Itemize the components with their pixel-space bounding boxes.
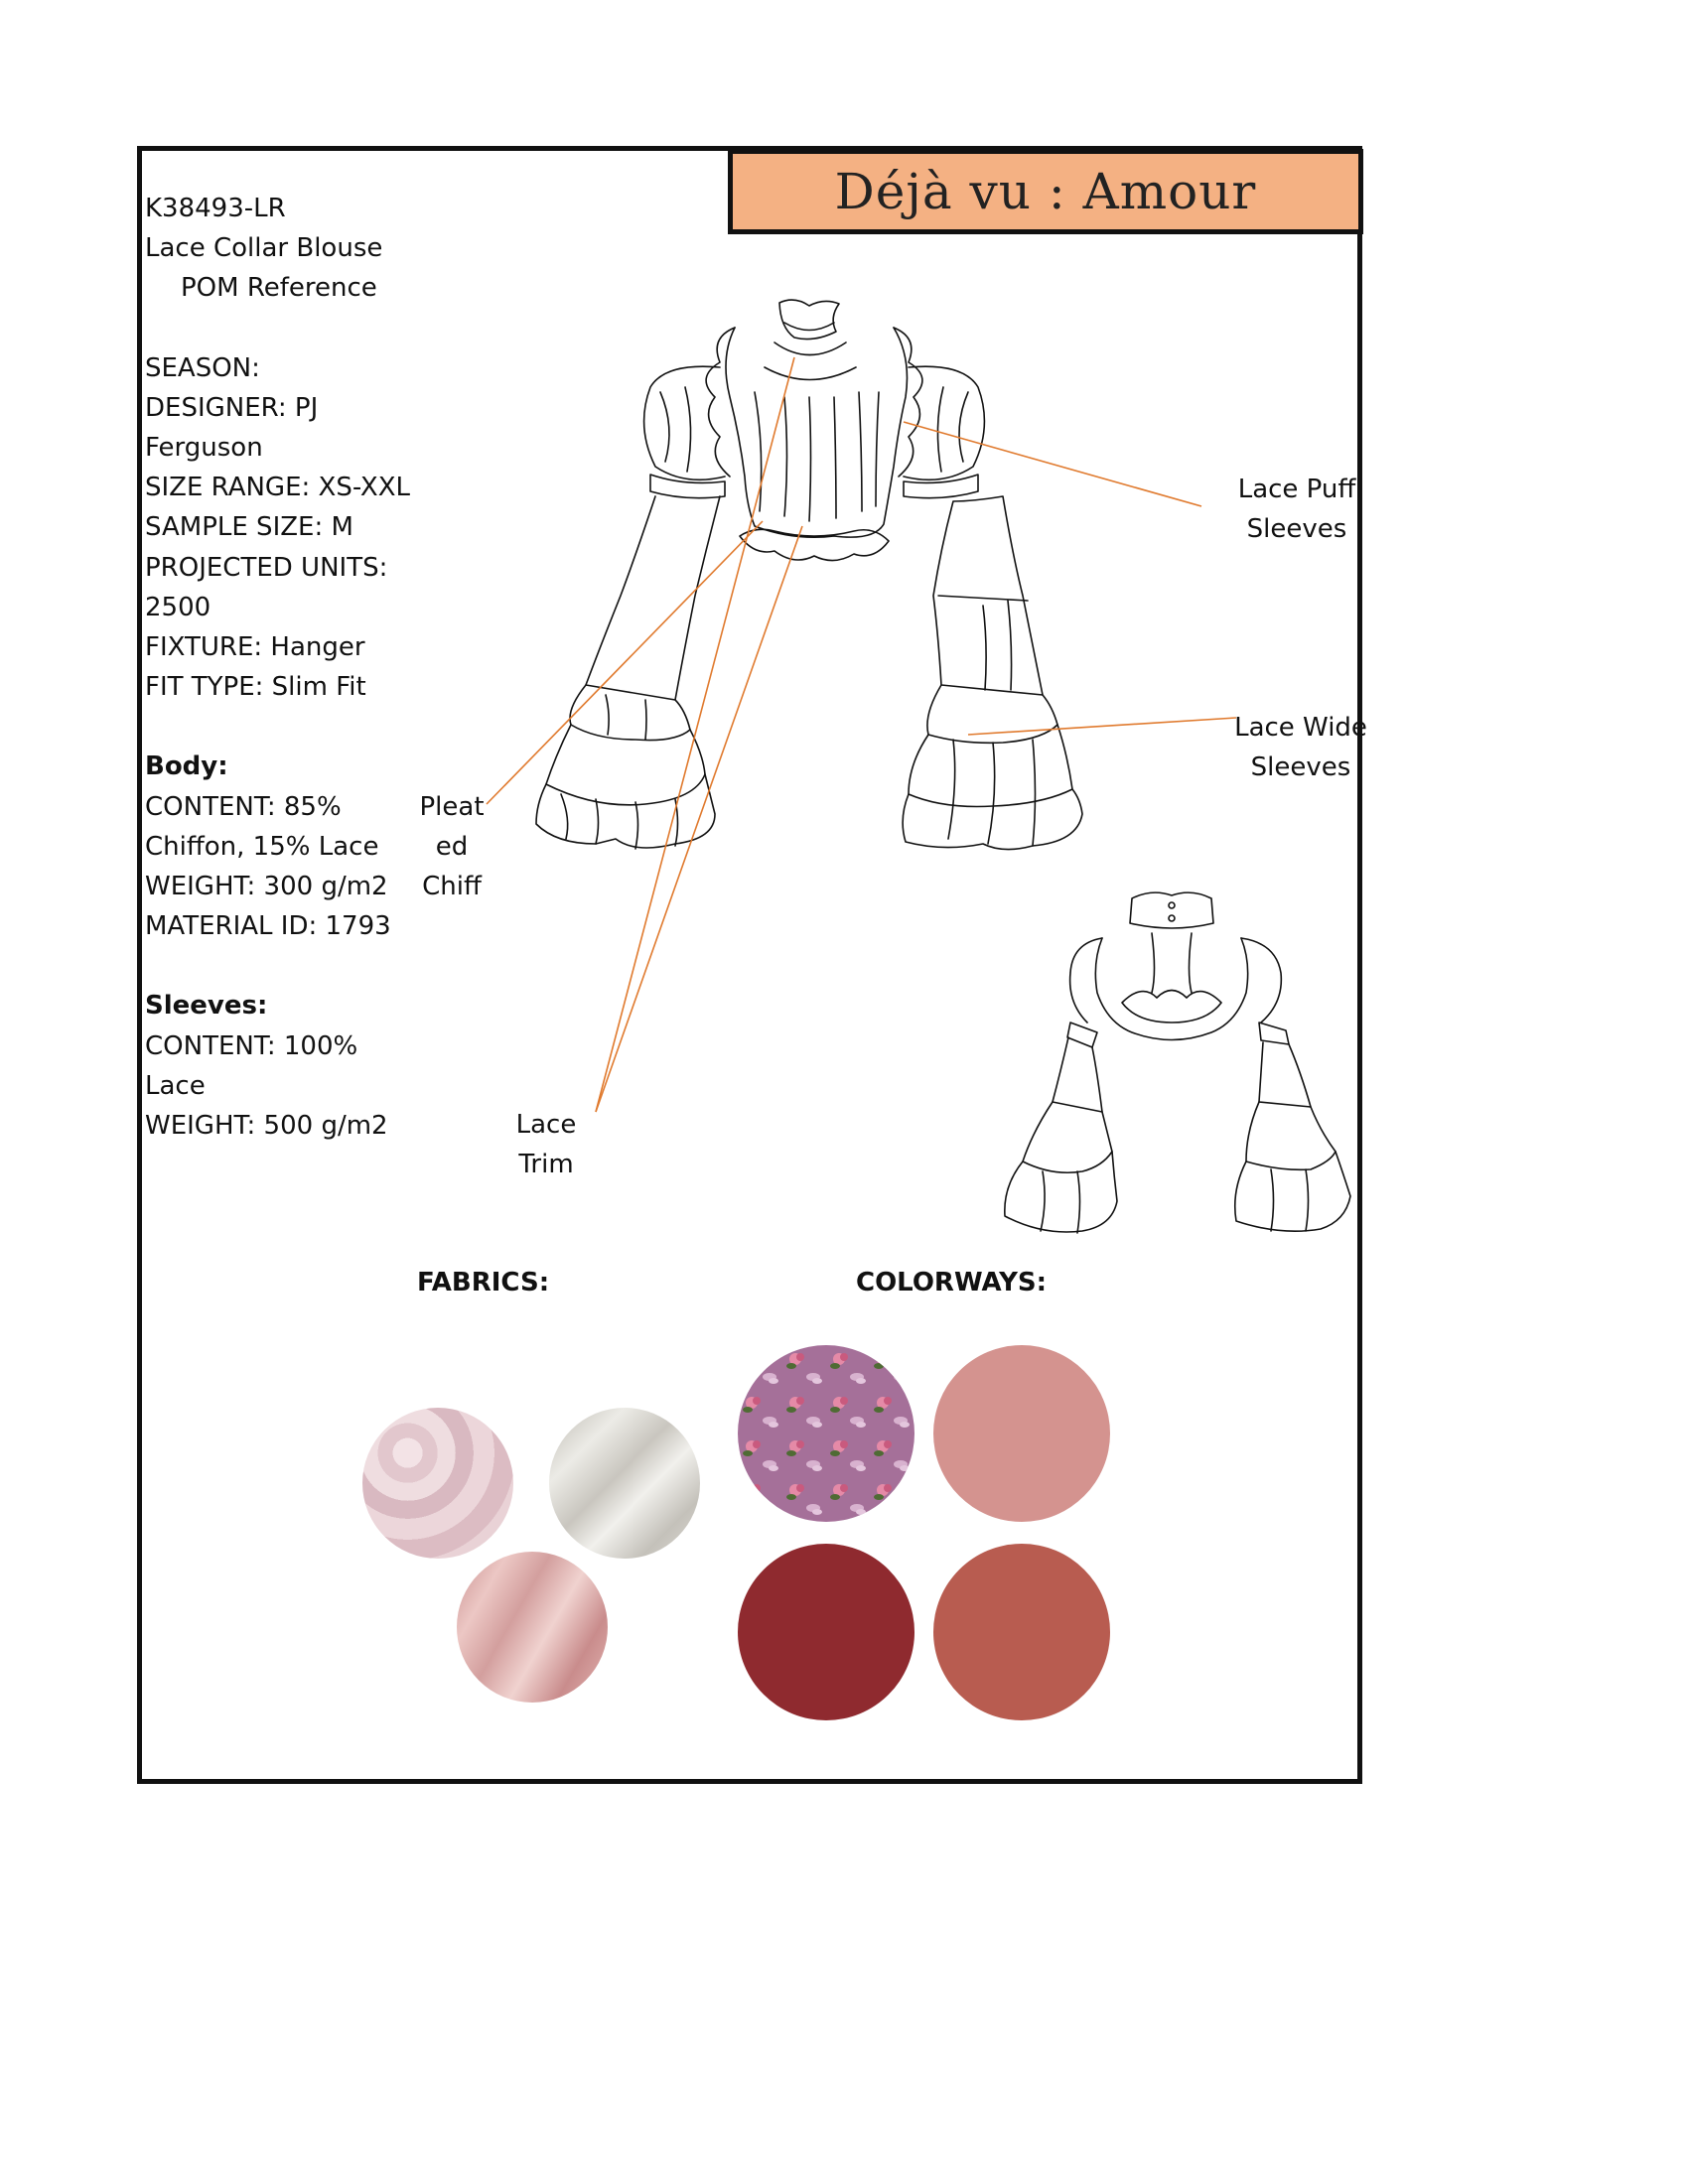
colorways-heading: COLORWAYS: [856, 1268, 1048, 1297]
spec-sheet-frame [137, 146, 1362, 1784]
spec-line: WEIGHT: 300 g/m2 [145, 872, 388, 902]
spec-line: DESIGNER: PJ [145, 392, 319, 423]
spec-line: SIZE RANGE: XS-XXL [145, 473, 411, 503]
spec-line: Ferguson [145, 433, 263, 464]
callout-lace-puff-sleeves: Lace Puff Sleeves [1237, 475, 1356, 544]
spec-line: Chiffon, 15% Lace [145, 831, 379, 862]
colorway-swatch-terracotta [933, 1544, 1110, 1720]
colorway-swatch-dusty-pink [933, 1345, 1110, 1522]
colorway-swatch-floral-print [738, 1345, 914, 1522]
fabrics-heading: FABRICS: [417, 1268, 550, 1297]
spec-line: Lace Collar Blouse [145, 233, 383, 264]
callout-lace-wide-sleeves: Lace Wide Sleeves [1234, 713, 1367, 782]
spec-line: FIXTURE: Hanger [145, 632, 365, 663]
spec-line: WEIGHT: 500 g/m2 [145, 1111, 388, 1142]
spec-line: CONTENT: 85% [145, 791, 342, 822]
back-view-sketch [1004, 891, 1351, 1234]
callout-lace-trim: Lace Trim [515, 1110, 577, 1179]
floral-print-pattern [738, 1345, 914, 1522]
spec-line: Sleeves: [145, 991, 268, 1022]
page-title: Déjà vu : Amour [834, 163, 1257, 220]
callout-pleated-chiffon: Pleat ed Chiff [419, 792, 485, 901]
spec-line: K38493-LR [145, 194, 286, 223]
spec-line: POM Reference [181, 273, 377, 304]
spec-line: SAMPLE SIZE: M [145, 512, 353, 543]
colorway-swatch-wine [738, 1544, 914, 1720]
spec-line: 2500 [145, 592, 211, 622]
spec-line: SEASON: [145, 352, 260, 383]
spec-line: PROJECTED UNITS: [145, 552, 388, 583]
spec-line: Body: [145, 751, 228, 782]
fabric-swatch-lace [362, 1408, 513, 1559]
fabric-swatch-chiffon [457, 1552, 608, 1703]
title-banner: Déjà vu : Amour [728, 149, 1363, 234]
spec-line: MATERIAL ID: 1793 [145, 911, 391, 942]
fabric-swatch-silk [549, 1408, 700, 1559]
front-view-sketch [535, 299, 1083, 851]
spec-line: CONTENT: 100% [145, 1030, 358, 1061]
spec-line: Lace [145, 1070, 206, 1101]
callout-leader-lines [486, 356, 1237, 1113]
spec-line: FIT TYPE: Slim Fit [145, 672, 366, 703]
